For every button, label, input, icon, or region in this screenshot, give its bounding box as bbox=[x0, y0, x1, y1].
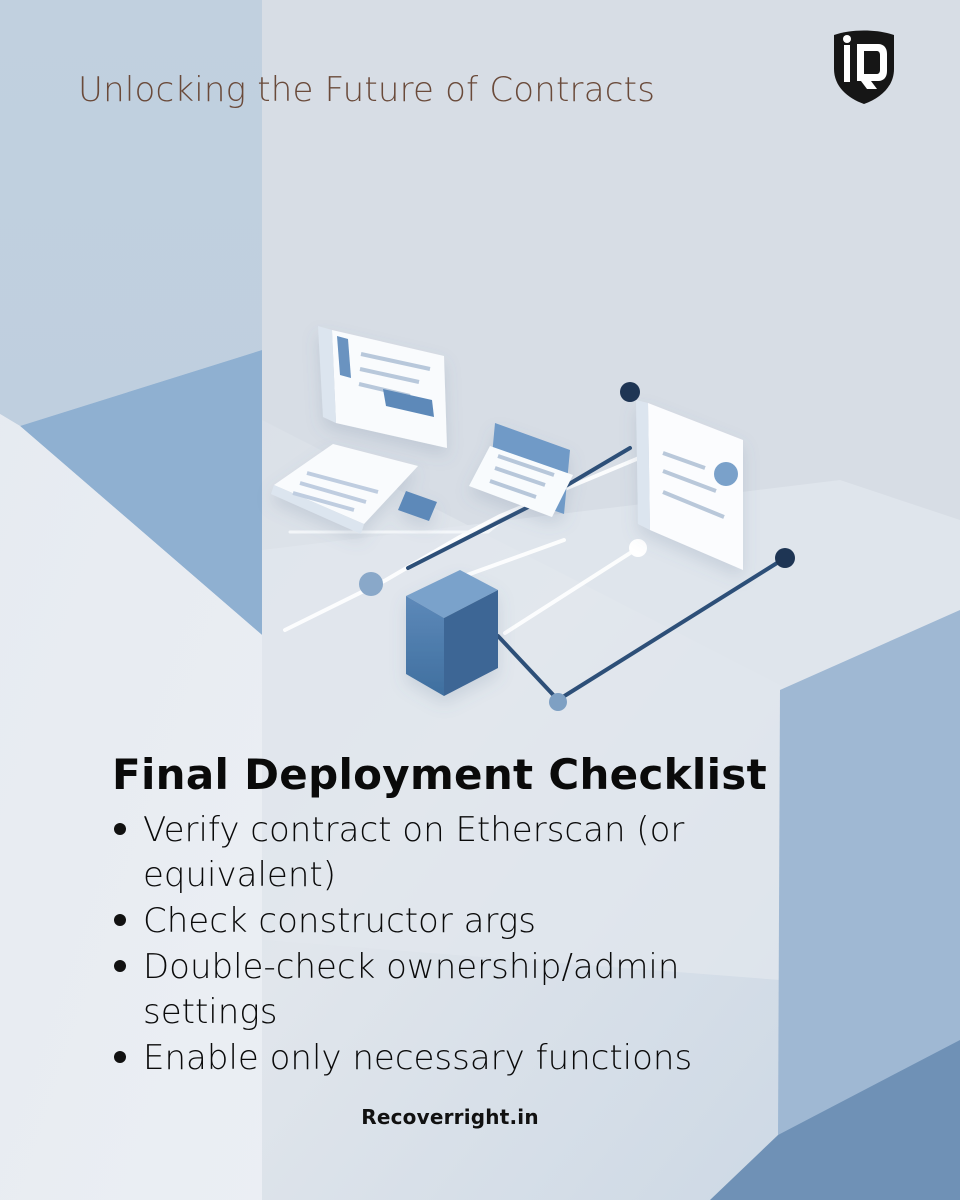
bullet-icon bbox=[114, 1051, 126, 1063]
website-footer: Recoverright.in bbox=[361, 1105, 539, 1129]
checklist-item-constructor-args: Check constructor args bbox=[112, 899, 822, 944]
blockchain-cube-icon bbox=[406, 570, 498, 696]
checklist-item-text: Double-check ownership/admin settings bbox=[143, 947, 680, 1032]
checklist-title: Final Deployment Checklist bbox=[112, 750, 767, 799]
checklist-item-text: Check constructor args bbox=[143, 901, 536, 941]
checklist-item-text: Verify contract on Etherscan (or equival… bbox=[143, 810, 685, 895]
checklist-item-ownership-admin: Double-check ownership/admin settings bbox=[112, 945, 822, 1035]
checklist-item-necessary-functions: Enable only necessary functions bbox=[112, 1036, 822, 1081]
network-node-icon bbox=[620, 382, 640, 402]
shield-iq-logo-icon bbox=[834, 30, 894, 104]
bullet-icon bbox=[114, 960, 126, 972]
network-node-icon bbox=[549, 693, 567, 711]
blockchain-network-illustration bbox=[271, 326, 795, 711]
checklist-item-text: Enable only necessary functions bbox=[143, 1038, 693, 1078]
headline: Unlocking the Future of Contracts bbox=[78, 70, 656, 110]
bullet-icon bbox=[114, 823, 126, 835]
network-node-icon bbox=[629, 539, 647, 557]
bullet-icon bbox=[114, 914, 126, 926]
network-node-icon bbox=[775, 548, 795, 568]
network-node-icon bbox=[359, 572, 383, 596]
deployment-checklist: Final Deployment Checklist Verify contra… bbox=[112, 746, 872, 1096]
checklist-item-verify-contract: Verify contract on Etherscan (or equival… bbox=[112, 808, 822, 898]
checklist-items: Verify contract on Etherscan (or equival… bbox=[112, 808, 822, 1081]
